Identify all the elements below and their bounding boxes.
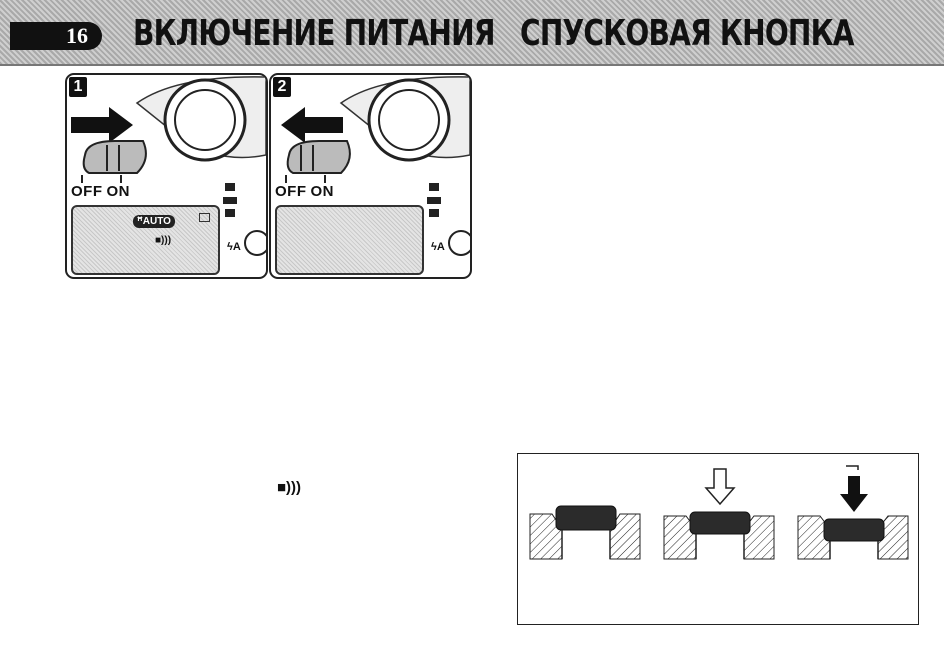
- off-label: OFF: [275, 183, 307, 200]
- on-label: ON: [310, 183, 334, 200]
- flash-mode-label: ϟA: [227, 241, 241, 253]
- arrow-left-icon: [281, 107, 343, 143]
- camera-top-drawing: [71, 76, 266, 256]
- page-header: 16 ВКЛЮЧЕНИЕ ПИТАНИЯ СПУСКОВАЯ КНОПКА: [0, 0, 944, 66]
- arrow-right-icon: [71, 107, 133, 143]
- step-badge: 1: [69, 77, 87, 97]
- beep-icon: ■))): [277, 479, 302, 496]
- beep-icon: ■))): [155, 235, 172, 246]
- power-switch: [286, 140, 351, 174]
- camera-top-drawing: [281, 76, 470, 256]
- section-title-shutter-button: СПУСКОВАЯ КНОПКА: [520, 13, 855, 54]
- flash-mode-label: ϟA: [431, 241, 445, 253]
- on-label: ON: [106, 183, 130, 200]
- flash-auto-badge: ꟸAUTO: [133, 215, 175, 228]
- step-badge: 2: [273, 77, 291, 97]
- page-number: 16: [10, 22, 102, 50]
- shutter-release-diagram: [517, 453, 919, 625]
- shutter-press-stages: [529, 465, 909, 560]
- section-title-power-on: ВКЛЮЧЕНИЕ ПИТАНИЯ: [133, 13, 496, 54]
- solid-down-arrow-icon: [840, 476, 868, 512]
- off-label: OFF: [71, 183, 103, 200]
- power-switch: [82, 140, 147, 174]
- shutter-stage-released: [529, 505, 641, 560]
- shutter-stage-half-press: [663, 468, 775, 560]
- shutter-stage-full-press: [797, 465, 909, 560]
- lcd-panel-blank: [275, 205, 424, 275]
- lcd-indicator: [199, 213, 210, 222]
- hollow-down-arrow-icon: [704, 468, 736, 506]
- lcd-panel: ꟸAUTO ■))): [71, 205, 220, 275]
